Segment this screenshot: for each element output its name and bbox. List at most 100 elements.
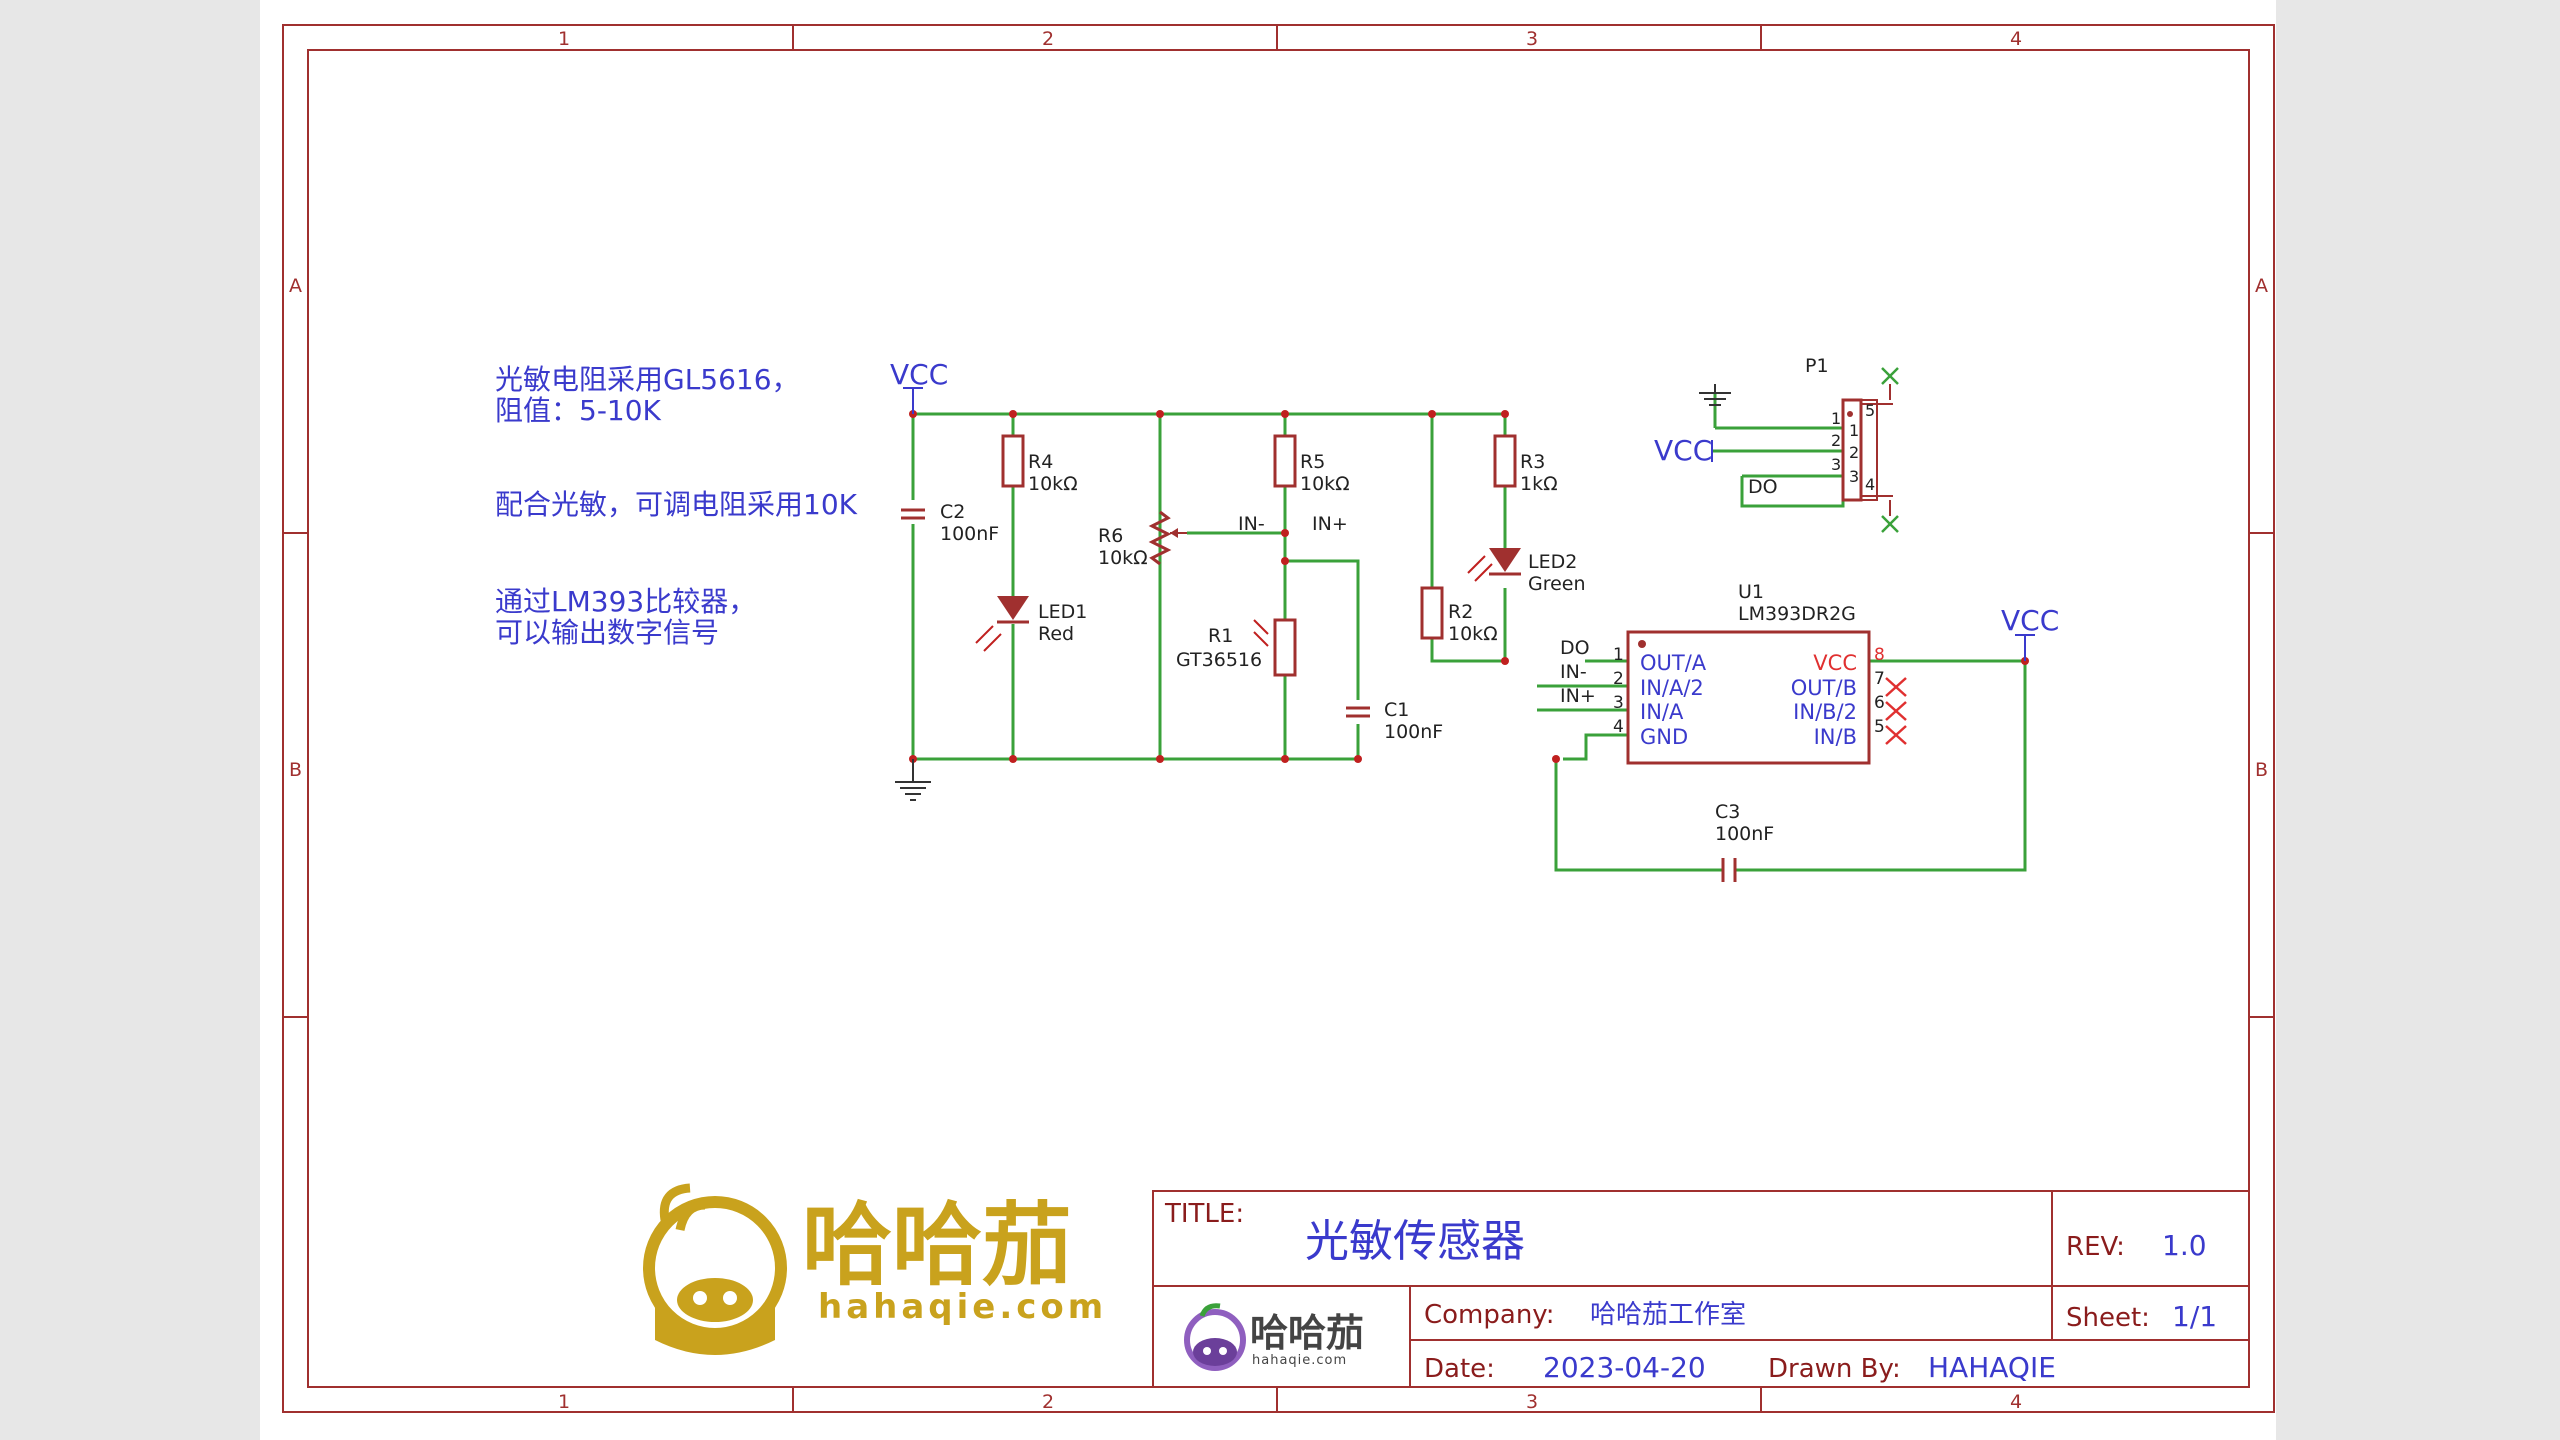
- eggplant-mascot-icon: [1184, 1303, 1246, 1371]
- logo-domain-text: hahaqie.com: [818, 1287, 1107, 1327]
- net-label-in-plus-u1: IN+: [1560, 685, 1596, 707]
- row-label-b-right: B: [2255, 759, 2268, 781]
- schematic-sheet: 1 2 3 4 1 2 3 4 A B A B 光敏电阻采用GL5616， 阻值…: [260, 0, 2276, 1440]
- u1-pin-num-8: 8: [1874, 645, 1885, 665]
- u1-pin-out-a: OUT/A: [1640, 651, 1707, 675]
- capacitor-c1: C1 100nF: [1346, 699, 1443, 743]
- brand-logo-large: 哈哈茄 hahaqie.com: [643, 1183, 1107, 1355]
- u1-pin-in-a-2: IN/A/2: [1640, 676, 1704, 700]
- col-label-2-top: 2: [1042, 28, 1054, 50]
- col-label-1-top: 1: [558, 28, 570, 50]
- sheet-label: Sheet:: [2066, 1303, 2150, 1333]
- company-label: Company:: [1424, 1300, 1555, 1330]
- u1-pin-num-4: 4: [1613, 717, 1624, 737]
- note-line-5: 可以输出数字信号: [495, 616, 719, 649]
- u1-pin-num-5: 5: [1874, 717, 1885, 737]
- r4-ref: R4: [1028, 451, 1053, 473]
- r1-ref: R1: [1208, 625, 1233, 647]
- net-label-in-minus-u1: IN-: [1560, 661, 1587, 683]
- col-label-1-bottom: 1: [558, 1391, 570, 1413]
- resistor-r2: R2 10kΩ: [1420, 586, 1498, 645]
- potentiometer-r6: R6 10kΩ: [1098, 510, 1187, 569]
- c1-ref: C1: [1384, 699, 1409, 721]
- vcc-label-left: VCC: [890, 358, 948, 391]
- u1-pin-num-7: 7: [1874, 669, 1885, 689]
- eggplant-mascot-icon: [643, 1183, 787, 1355]
- rev-value: 1.0: [2162, 1229, 2207, 1262]
- row-label-a-left: A: [289, 275, 302, 297]
- title-label: TITLE:: [1164, 1199, 1244, 1229]
- r5-value: 10kΩ: [1300, 473, 1350, 495]
- connector-p1: P1 1 2 3 5 1 2 3 4: [1805, 355, 1899, 533]
- led-led1: LED1 Red: [975, 596, 1087, 652]
- date-value: 2023-04-20: [1543, 1351, 1706, 1384]
- design-notes: 光敏电阻采用GL5616， 阻值：5-10K 配合光敏，可调电阻采用10K 通过…: [495, 363, 858, 649]
- u1-pin-gnd: GND: [1640, 725, 1688, 749]
- led1-ref: LED1: [1038, 601, 1087, 623]
- r3-ref: R3: [1520, 451, 1545, 473]
- u1-pin-in-a: IN/A: [1640, 700, 1684, 724]
- brand-logo-small: 哈哈茄 hahaqie.com: [1184, 1303, 1364, 1371]
- p1-right-num-3: 3: [1849, 467, 1859, 486]
- company-value: 哈哈茄工作室: [1590, 1300, 1746, 1330]
- u1-pin-num-6: 6: [1874, 693, 1885, 713]
- date-label: Date:: [1424, 1354, 1495, 1384]
- led2-ref: LED2: [1528, 551, 1577, 573]
- small-logo-domain-text: hahaqie.com: [1252, 1353, 1347, 1368]
- vcc-label-p1: VCC: [1654, 434, 1712, 467]
- junction-dots: [909, 410, 2029, 763]
- u1-pin-vcc: VCC: [1813, 651, 1857, 675]
- p1-ref: P1: [1805, 355, 1829, 377]
- note-line-3: 配合光敏，可调电阻采用10K: [495, 488, 858, 521]
- no-connect-icon: [1881, 367, 1899, 533]
- small-logo-brand-text: 哈哈茄: [1250, 1311, 1364, 1355]
- net-label-in-minus: IN-: [1238, 513, 1265, 535]
- col-label-4-bottom: 4: [2010, 1391, 2022, 1413]
- r6-ref: R6: [1098, 525, 1123, 547]
- ic-u1-lm393: U1 LM393DR2G OUT/A IN/A/2 IN/A GND 1 2 3…: [1613, 581, 1907, 765]
- power-symbols: VCC VCC: [890, 358, 2059, 801]
- c3-value: 100nF: [1715, 823, 1774, 845]
- c3-ref: C3: [1715, 801, 1740, 823]
- net-label-do-p1: DO: [1748, 476, 1778, 498]
- title-value: 光敏传感器: [1305, 1216, 1525, 1267]
- u1-pin-num-1: 1: [1613, 645, 1624, 665]
- drawn-by-label: Drawn By:: [1768, 1354, 1901, 1384]
- p1-right-num-2: 2: [1849, 443, 1859, 462]
- net-label-in-plus: IN+: [1312, 513, 1348, 535]
- u1-value: LM393DR2G: [1738, 603, 1856, 625]
- sheet-value: 1/1: [2172, 1300, 2217, 1333]
- u1-pin-num-2: 2: [1613, 669, 1624, 689]
- led-led2: LED2 Green: [1467, 548, 1586, 595]
- vcc-label-u1: VCC: [2001, 604, 2059, 637]
- ground-icon: [1699, 384, 1731, 406]
- right-background-panel: [2276, 0, 2560, 1440]
- u1-pin-num-3: 3: [1613, 693, 1624, 713]
- note-line-4: 通过LM393比较器，: [495, 585, 756, 618]
- led1-value: Red: [1038, 623, 1074, 645]
- p1-right-num-4: 4: [1865, 475, 1875, 494]
- drawn-by-value: HAHAQIE: [1928, 1351, 2056, 1384]
- row-label-a-right: A: [2255, 275, 2268, 297]
- p1-right-num-1: 1: [1849, 421, 1859, 440]
- u1-pin-out-b: OUT/B: [1791, 676, 1857, 700]
- u1-ref: U1: [1738, 581, 1764, 603]
- r6-value: 10kΩ: [1098, 547, 1148, 569]
- r4-value: 10kΩ: [1028, 473, 1078, 495]
- net-label-do-u1: DO: [1560, 637, 1590, 659]
- c2-ref: C2: [940, 501, 965, 523]
- p1-pin-num-3: 3: [1831, 455, 1841, 474]
- ground-icon: [895, 759, 931, 801]
- frame-labels: 1 2 3 4 1 2 3 4 A B A B: [289, 28, 2268, 1413]
- r3-value: 1kΩ: [1520, 473, 1558, 495]
- c2-value: 100nF: [940, 523, 999, 545]
- p1-pin-num-2: 2: [1831, 431, 1841, 450]
- title-block: TITLE: 光敏传感器 REV: 1.0 Company: 哈哈茄工作室 Sh…: [1152, 1190, 2250, 1388]
- c1-value: 100nF: [1384, 721, 1443, 743]
- row-label-b-left: B: [289, 759, 302, 781]
- col-label-2-bottom: 2: [1042, 1391, 1054, 1413]
- no-connect-icon: [1885, 677, 1907, 745]
- resistor-r5: R5 10kΩ: [1273, 434, 1350, 495]
- r2-value: 10kΩ: [1448, 623, 1498, 645]
- photoresistor-r1: R1 GT36516: [1176, 618, 1297, 677]
